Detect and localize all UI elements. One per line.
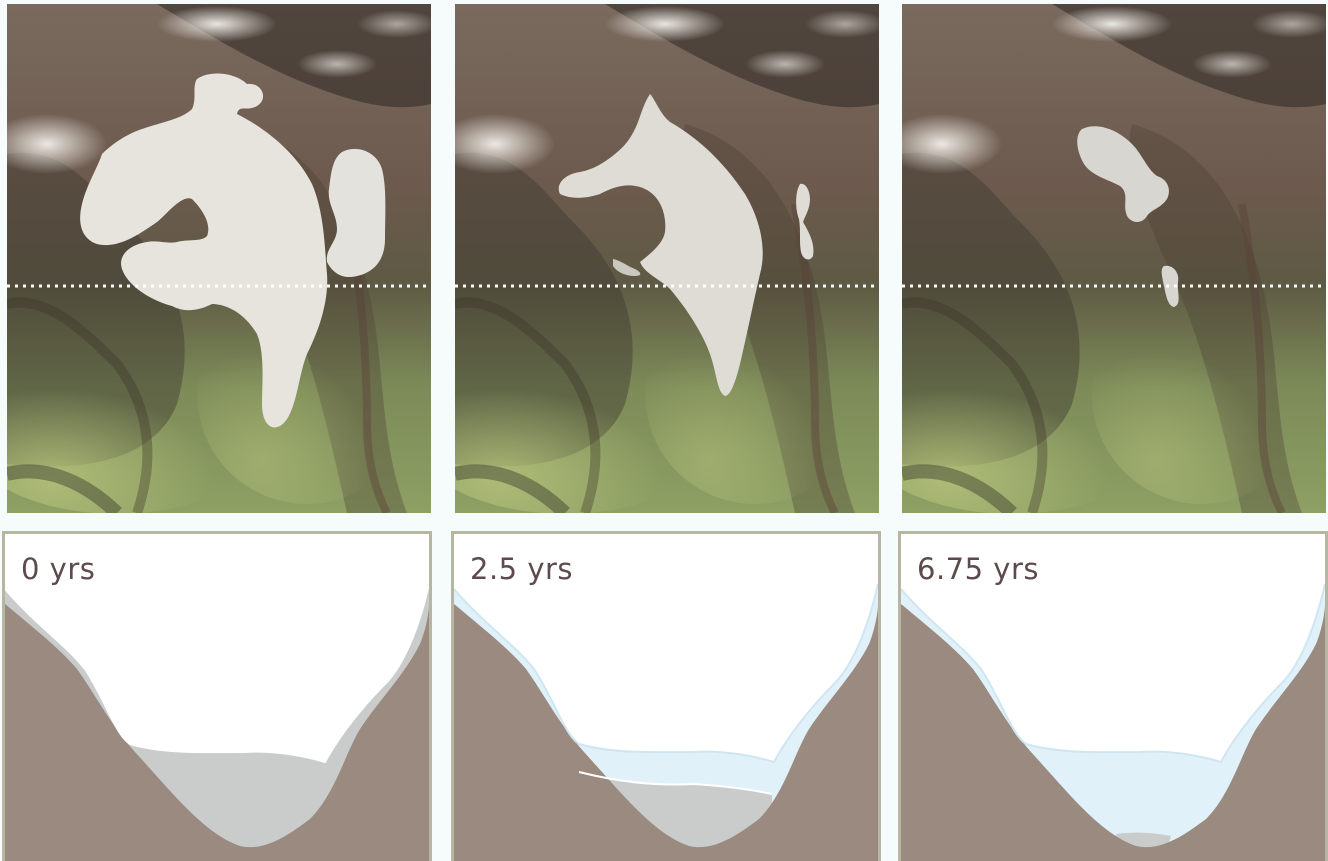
terrain-map — [7, 4, 431, 513]
snow-cover — [1077, 126, 1169, 222]
surface-line — [454, 583, 878, 764]
surface-line — [5, 583, 429, 764]
ice-surface-line — [578, 771, 773, 795]
cross-section-0yrs: 0 yrs — [2, 531, 432, 861]
map-panel-0yrs — [7, 4, 431, 513]
cross-section-diagram — [454, 534, 878, 861]
snow-cover — [613, 259, 641, 276]
terrain-map — [455, 4, 879, 513]
terrain-map — [902, 4, 1326, 513]
map-panel-2-5yrs — [455, 4, 879, 513]
surface-line — [901, 583, 1325, 764]
time-label: 0 yrs — [21, 552, 96, 586]
terrain-profile — [5, 604, 429, 861]
terrain-profile — [454, 604, 878, 861]
cross-section-diagram — [901, 534, 1325, 861]
time-label: 6.75 yrs — [917, 552, 1039, 586]
snow-cover — [558, 94, 763, 396]
time-label: 2.5 yrs — [470, 552, 574, 586]
terrain-profile — [901, 604, 1325, 861]
cross-section-6-75yrs: 6.75 yrs — [898, 531, 1328, 861]
cross-section-2-5yrs: 2.5 yrs — [451, 531, 881, 861]
snow-cover — [1161, 265, 1179, 307]
snow-cover — [326, 148, 386, 278]
snow-cover — [796, 183, 814, 260]
map-panel-6-75yrs — [902, 4, 1326, 513]
snow-cover — [80, 73, 328, 428]
cross-section-diagram — [5, 534, 429, 861]
